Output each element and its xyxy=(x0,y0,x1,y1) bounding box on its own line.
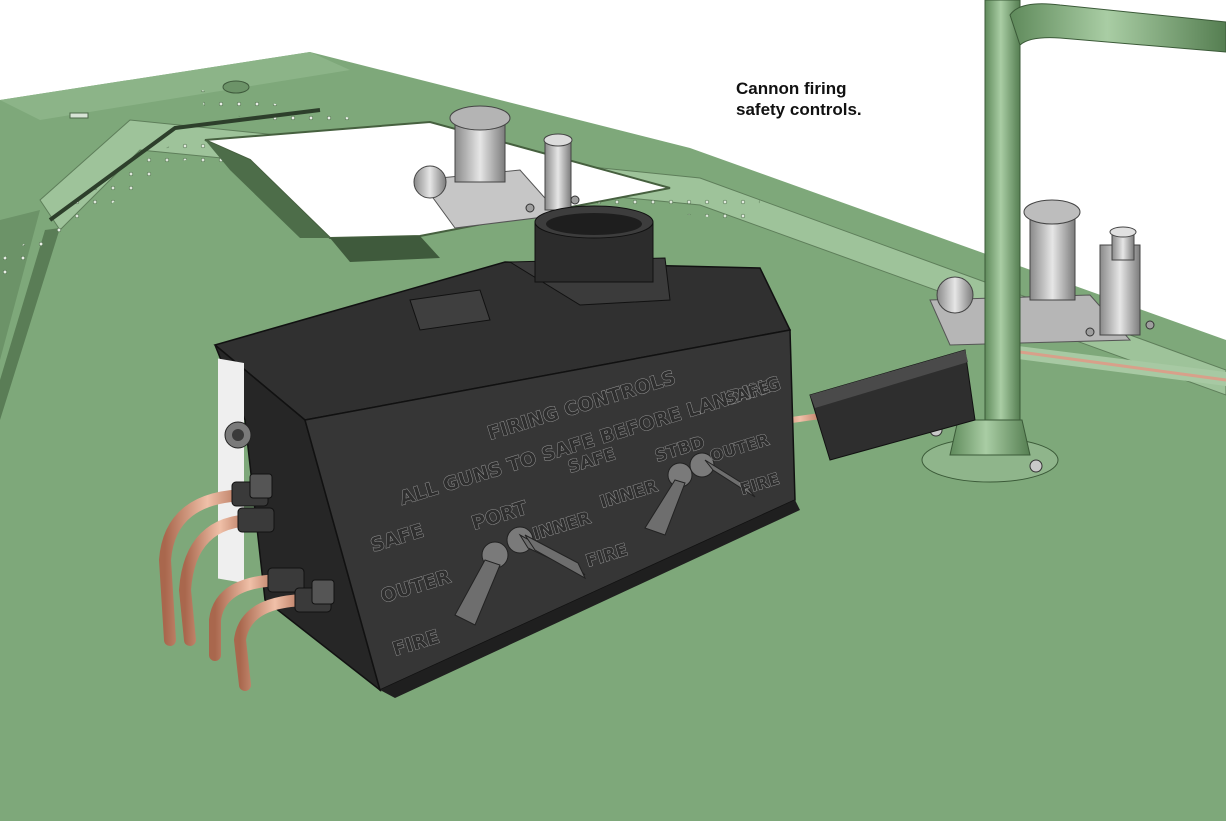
copper-pipes xyxy=(158,473,335,691)
support-pipe xyxy=(921,0,1226,483)
firing-control-panel xyxy=(213,205,800,698)
caption-line-2: safety controls. xyxy=(736,100,862,119)
caption: Cannon firing safety controls. xyxy=(736,78,956,120)
safety-valve-right xyxy=(929,199,1155,346)
linkage-rod xyxy=(770,349,976,461)
caption-line-1: Cannon firing xyxy=(736,79,847,98)
toggle-levers xyxy=(454,452,756,626)
